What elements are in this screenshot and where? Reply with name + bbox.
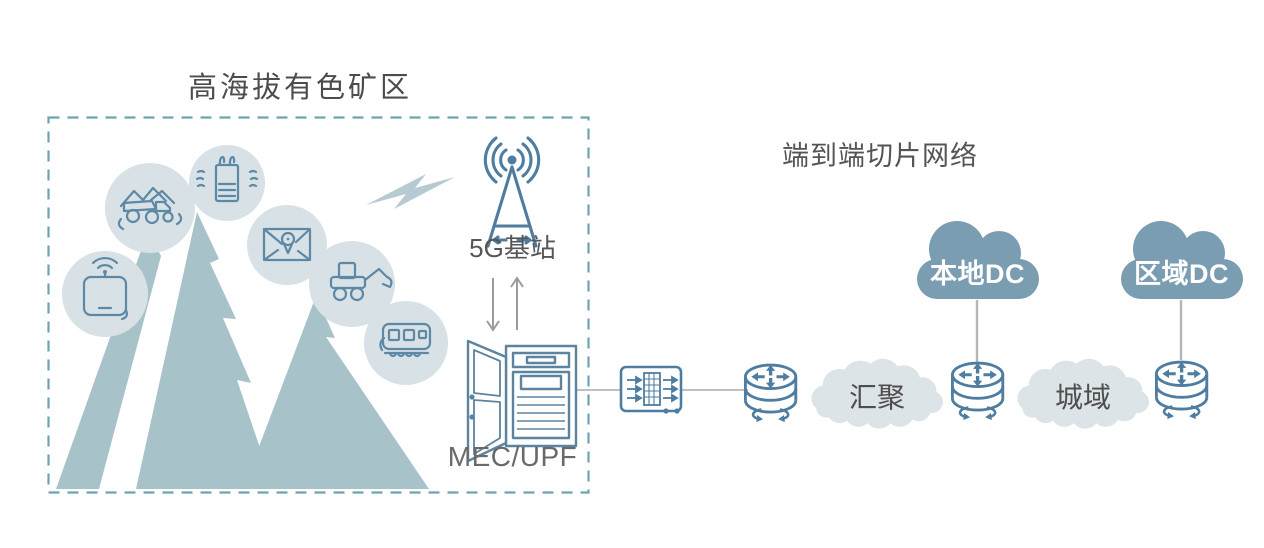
mec-server-icon (466, 339, 578, 463)
updown-arrows-icon (486, 276, 524, 332)
base-station-label: 5G基站 (469, 233, 556, 263)
lightning-icon (366, 174, 455, 209)
router-aggregation-icon (950, 361, 1005, 422)
regional-dc-label: 区域DC (1134, 259, 1229, 289)
aggregation-cloud-label: 汇聚 (848, 382, 905, 413)
base-station-icon (483, 136, 541, 248)
train-icon (364, 301, 448, 385)
slicing-network-title: 端到端切片网络 (782, 141, 978, 171)
router-access-icon (743, 363, 798, 424)
map-location-icon (247, 205, 327, 285)
transport-switch-icon (619, 365, 683, 414)
local-dc-label: 本地DC (930, 259, 1025, 289)
smelter-icon (189, 145, 265, 221)
cpe-device-icon (62, 251, 148, 337)
connector-lines (576, 300, 1183, 391)
mine-area-box (47, 116, 590, 494)
router-regional-icon (1154, 360, 1209, 421)
mine-area-title: 高海拔有色矿区 (187, 72, 412, 104)
excavator-icon (309, 241, 395, 327)
metro-cloud-label: 城域 (1054, 382, 1111, 413)
mec-upf-label: MEC/UPF (447, 441, 578, 472)
mining-truck-icon (105, 163, 195, 253)
